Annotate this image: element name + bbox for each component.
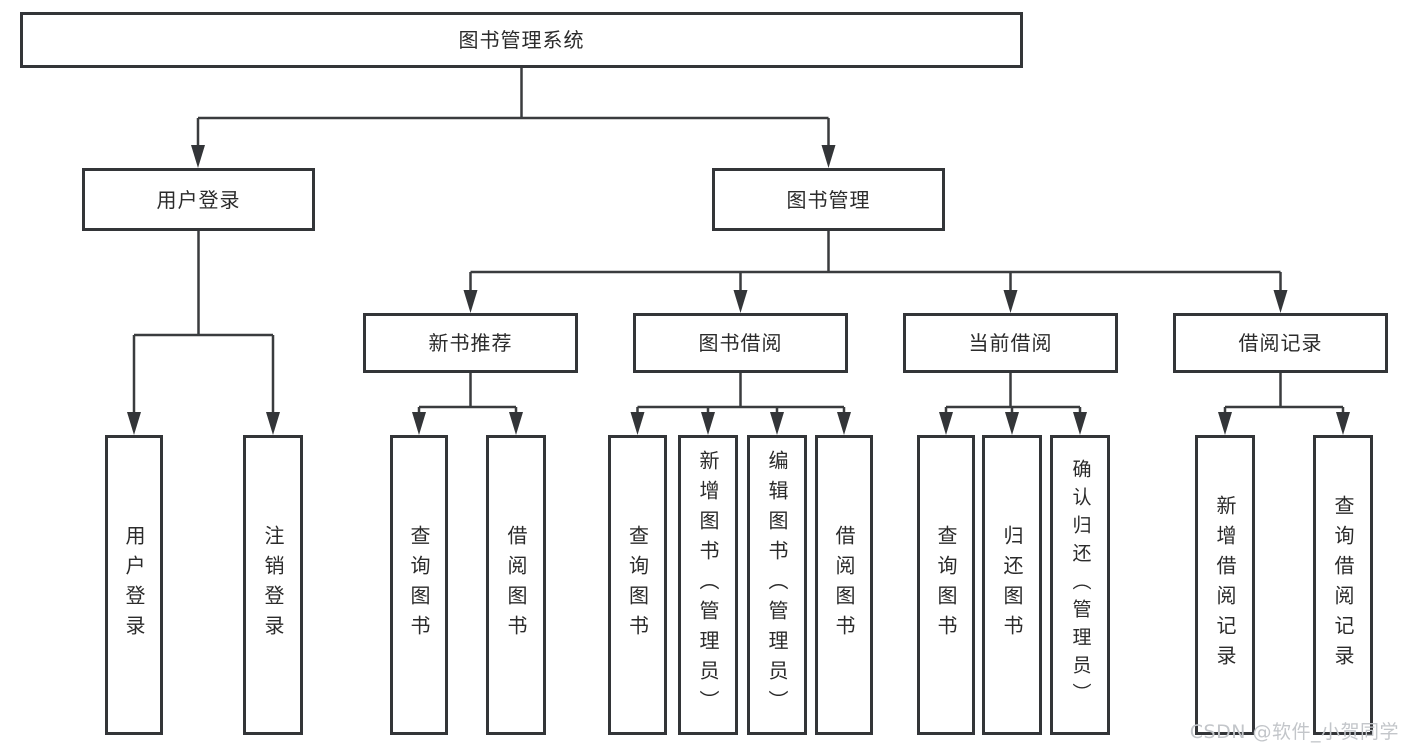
node-label: 归还图书 [1000,525,1024,645]
node-label: 用户登录 [122,525,146,645]
node-user-login: 用户登录 [82,168,315,231]
node-label: 查询图书 [625,525,650,645]
node-root-system: 图书管理系统 [20,12,1023,68]
node-borrow-record: 借阅记录 [1173,313,1388,373]
node-current-borrow: 当前借阅 [903,313,1118,373]
node-label: 借阅图书 [832,525,856,645]
leaf-logout: 注销登录 [243,435,303,735]
leaf-confirm-return-admin: 确认归还（管理员） [1050,435,1110,735]
node-label: 查询图书 [934,525,958,645]
node-label: 确认归还（管理员） [1069,459,1092,711]
node-label: 查询图书 [407,525,431,645]
leaf-query-book-2: 查询图书 [608,435,667,735]
leaf-borrow-book-1: 借阅图书 [486,435,546,735]
leaf-add-book-admin: 新增图书（管理员） [678,435,738,735]
leaf-query-book-3: 查询图书 [917,435,975,735]
node-label: 新增借阅记录 [1213,495,1237,675]
leaf-edit-book-admin: 编辑图书（管理员） [747,435,807,735]
leaf-borrow-book-2: 借阅图书 [815,435,873,735]
node-book-borrow: 图书借阅 [633,313,848,373]
node-label: 用户登录 [156,187,241,212]
node-new-book-recommend: 新书推荐 [363,313,578,373]
node-label: 当前借阅 [968,331,1053,355]
node-label: 注销登录 [261,525,285,645]
node-book-management: 图书管理 [712,168,945,231]
node-label: 新增图书（管理员） [696,450,720,720]
node-label: 图书管理系统 [458,28,585,52]
node-label: 借阅图书 [504,525,528,645]
node-label: 新书推荐 [428,331,513,355]
csdn-watermark: CSDN @软件_小贺同学 [1189,721,1399,743]
node-label: 借阅记录 [1238,331,1323,355]
node-label: 编辑图书（管理员） [765,450,789,720]
node-label: 图书管理 [786,187,871,212]
leaf-user-login: 用户登录 [105,435,163,735]
node-label: 查询借阅记录 [1331,495,1355,675]
leaf-add-borrow-record: 新增借阅记录 [1195,435,1255,735]
leaf-query-borrow-record: 查询借阅记录 [1313,435,1373,735]
node-label: 图书借阅 [698,331,783,355]
leaf-return-book: 归还图书 [982,435,1042,735]
leaf-query-book-1: 查询图书 [390,435,448,735]
